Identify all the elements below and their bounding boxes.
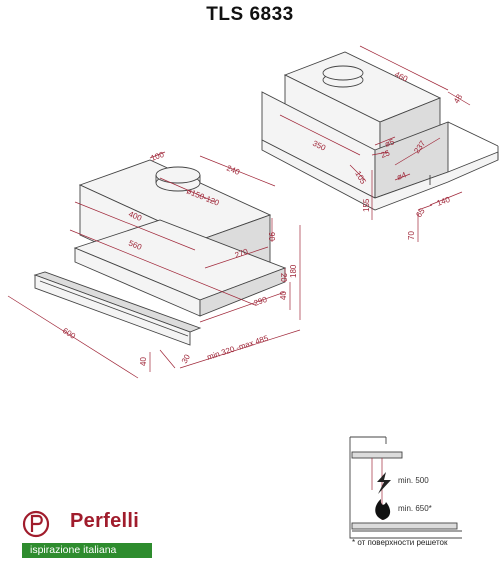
electric-stove-icon [377, 472, 391, 494]
dim-label: 25 [380, 148, 392, 160]
dim-label: 155 [362, 198, 371, 212]
footnote: * от поверхности решеток [352, 538, 448, 547]
dim-label: 140 [436, 195, 452, 208]
dim-label: 30 [180, 352, 192, 365]
dim-label: min 320 -max 485 [206, 333, 270, 362]
brand-name: Perfelli [70, 510, 140, 532]
dim-label: ø5 [384, 137, 396, 149]
min-electric-label: min. 500 [398, 476, 429, 485]
dim-label: 600 [61, 326, 78, 341]
dim-label: 90 [267, 232, 276, 241]
dim-label: ø4 [396, 170, 408, 182]
dim-label: 40 [279, 291, 288, 300]
right-hood-drawing: 460 48 ø5 350 237 25 105 ø4 155 140 65 7… [261, 45, 499, 242]
dim-label: 20 [279, 273, 288, 282]
dim-label: 48 [452, 92, 465, 105]
dim-label: 240 [225, 164, 241, 178]
perfelli-logo-icon [22, 510, 50, 538]
dim-label: 180 [289, 264, 298, 278]
dim-label: 100 [150, 150, 166, 163]
dim-label: 290 [253, 295, 269, 308]
model-title: TLS 6833 [206, 4, 294, 25]
dim-label: 70 [407, 231, 416, 240]
brand-tagline: ispirazione italiana [22, 543, 152, 558]
left-hood-drawing: 100 240 ø150-120 400 560 90 270 20 180 2… [7, 150, 301, 379]
dim-label: 40 [139, 357, 148, 366]
gas-stove-icon [375, 499, 391, 520]
min-gas-label: min. 650* [398, 504, 432, 513]
dim-label: 65 [414, 206, 427, 219]
install-height-diagram: min. 500 min. 650* [349, 436, 462, 539]
dim-label: 270 [234, 247, 250, 260]
